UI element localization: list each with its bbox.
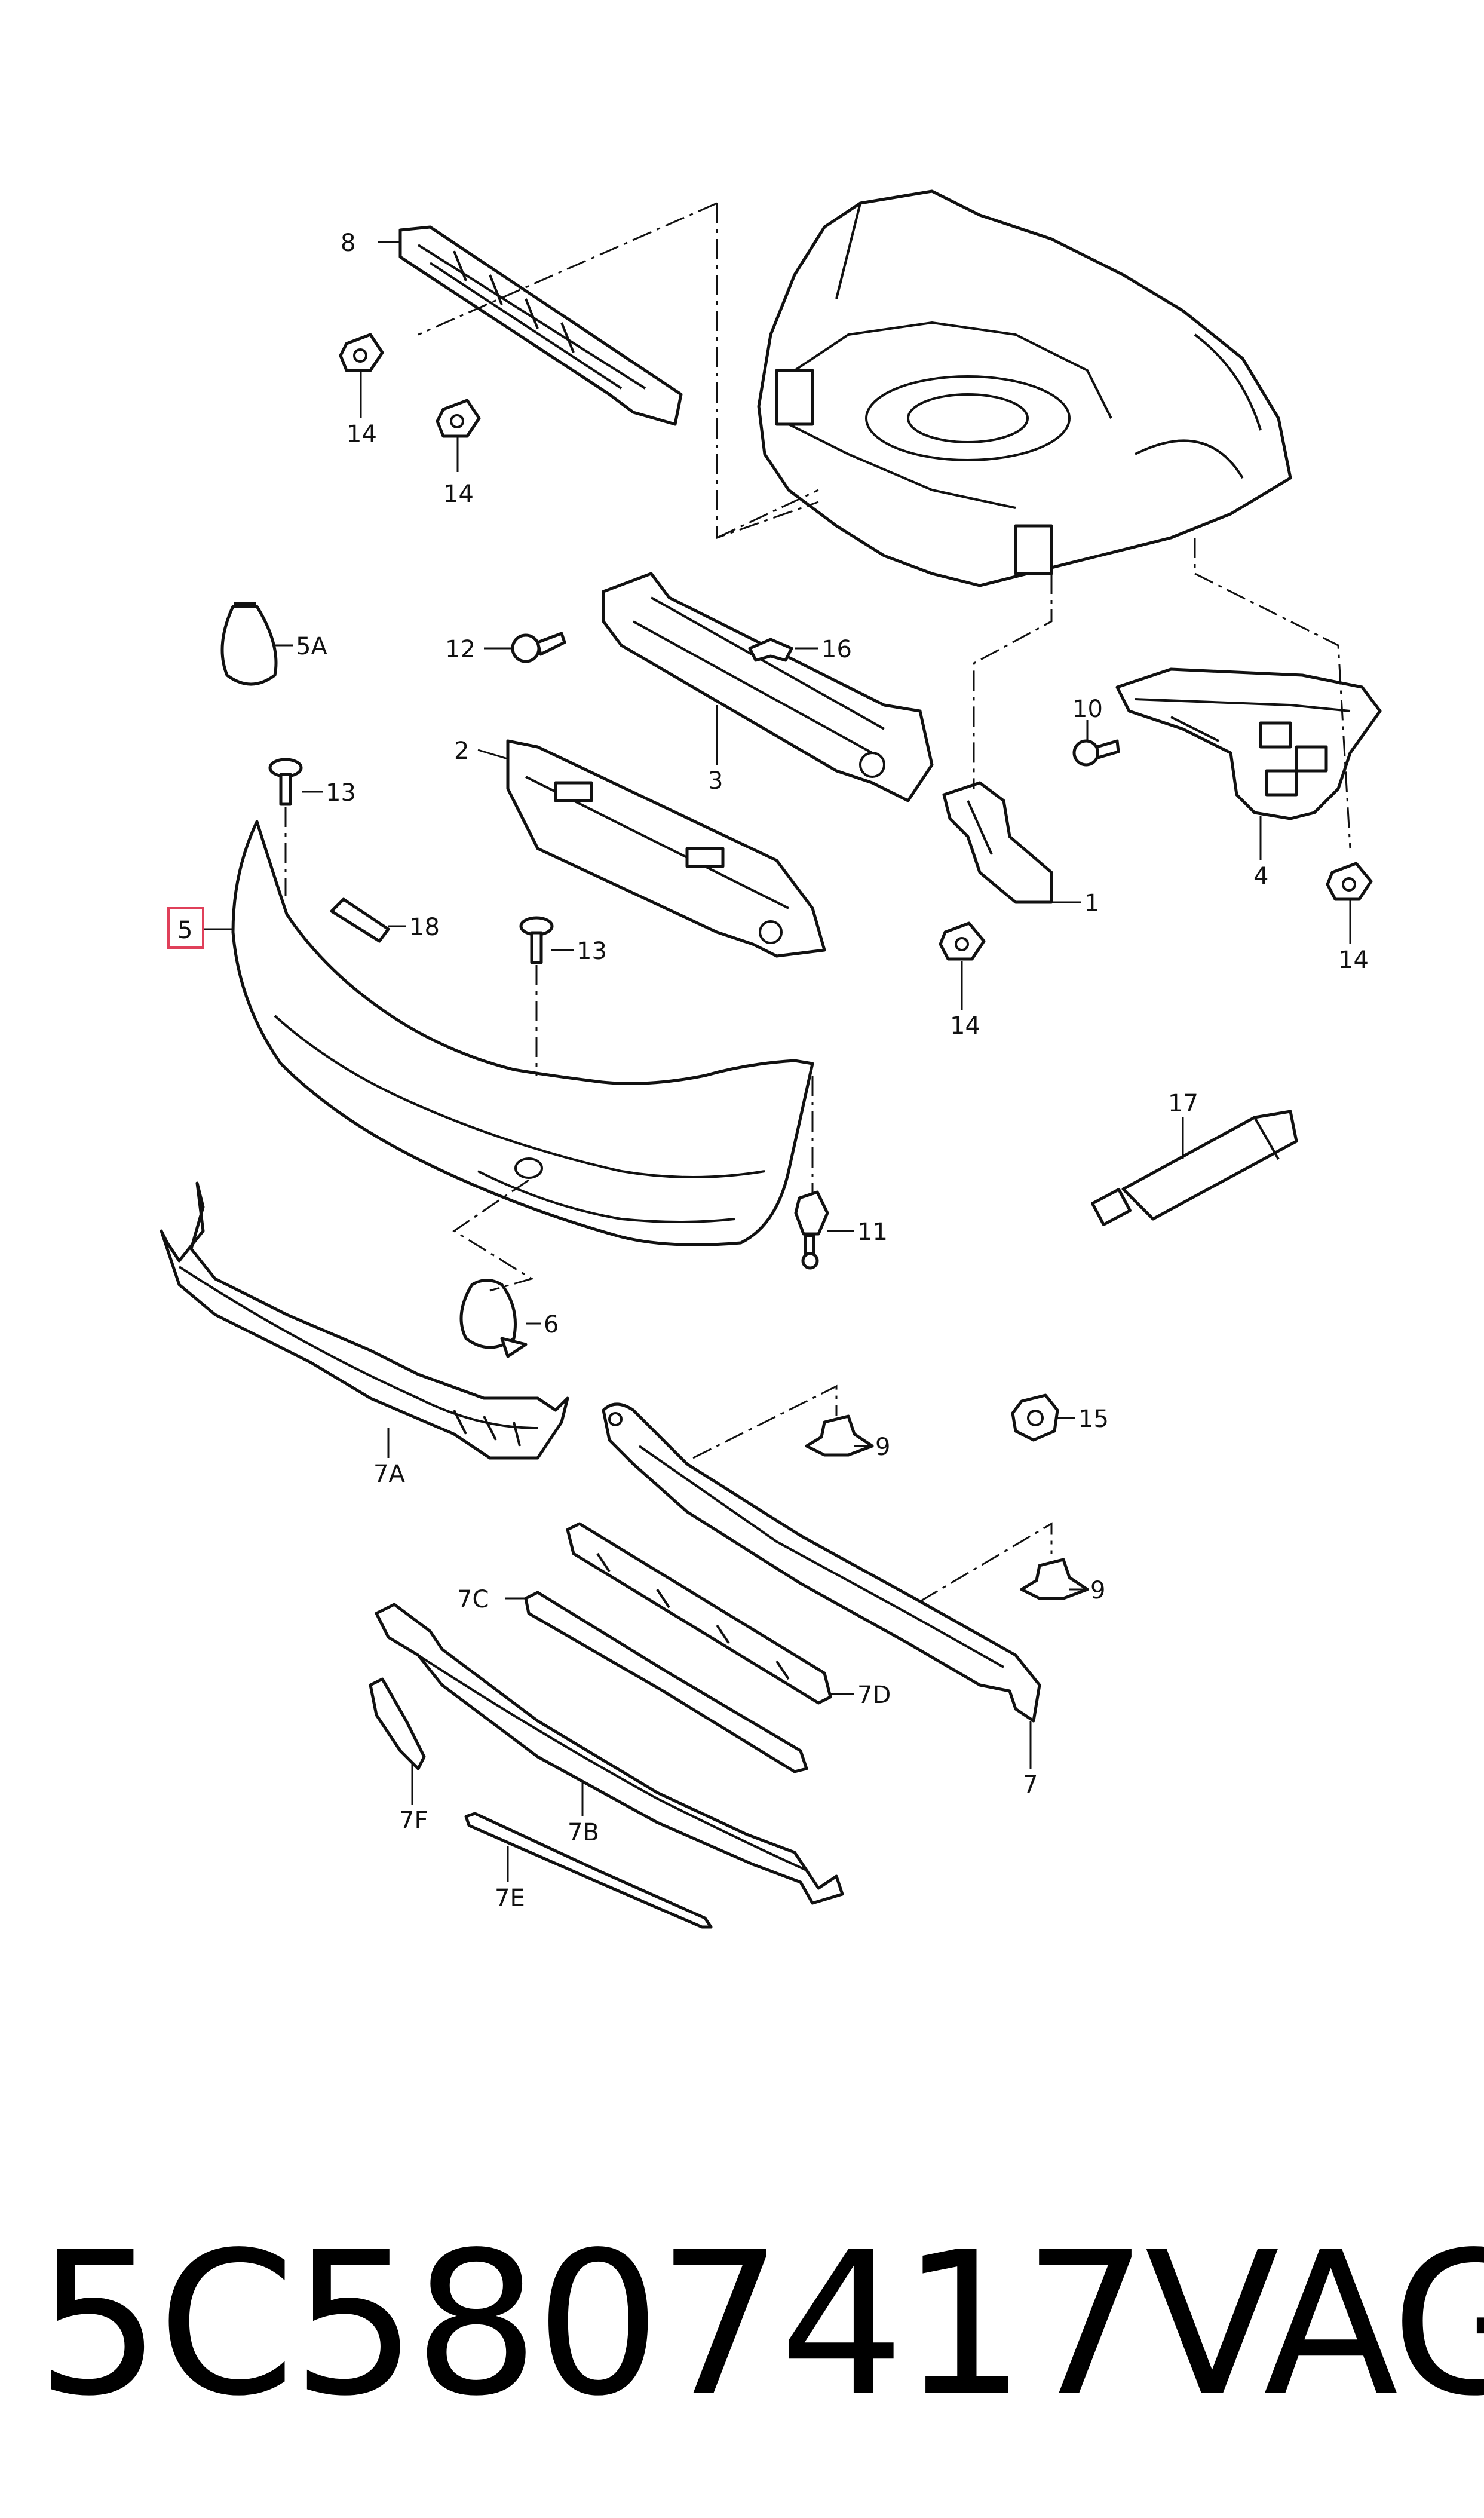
callout-14-c: 14: [1338, 946, 1369, 974]
callout-5a: 5A: [296, 633, 327, 660]
callout-7e: 7E: [495, 1885, 525, 1912]
callout-7: 7: [1023, 1771, 1038, 1799]
part-8-grille-bracket: [398, 225, 683, 426]
callout-14-a: 14: [347, 421, 377, 448]
part-9-clip-lower: [1020, 1558, 1089, 1600]
callout-7b: 7B: [568, 1819, 599, 1846]
brand-name: VAG: [1145, 2210, 1484, 2439]
callout-13-b: 13: [577, 938, 607, 965]
car-body-rear: [757, 189, 1292, 587]
part-17-adhesive-tube: [1091, 1110, 1298, 1226]
part-14-nut-center: [939, 921, 986, 961]
part-number: 5C5807417: [36, 2210, 1148, 2439]
callout-3: 3: [708, 767, 723, 795]
part-12-bolt: [511, 632, 566, 663]
callout-4: 4: [1253, 863, 1268, 890]
part-14-nut-right: [1326, 862, 1373, 901]
footer-caption: 5C5807417 VAG: [36, 2210, 1484, 2439]
callout-9-a: 9: [875, 1433, 890, 1461]
callout-6: 6: [544, 1311, 559, 1338]
part-7b-lower-cover: [375, 1603, 844, 1905]
callout-7f: 7F: [399, 1807, 428, 1834]
part-7c-trim: [524, 1591, 808, 1773]
part-2-energy-absorber: [506, 739, 826, 958]
callout-5: 5: [177, 917, 192, 944]
part-15-nut: [1011, 1393, 1059, 1442]
callout-13-a: 13: [326, 779, 356, 807]
callout-8: 8: [341, 229, 355, 257]
part-6-tow-cap: [459, 1279, 528, 1358]
alignment-lines: [284, 202, 1351, 1603]
part-7-diffuser: [602, 1402, 1041, 1723]
part-9-clip-upper: [805, 1414, 874, 1457]
part-5-bumper-cover: [231, 820, 814, 1246]
callout-12: 12: [445, 636, 476, 663]
callout-1: 1: [1084, 890, 1099, 917]
callout-labels: 8 14 14 5A 12 16 3 10 4 13 2 13 1 14 14 …: [177, 229, 1369, 1912]
part-7d-grille: [566, 1522, 832, 1705]
callout-2: 2: [454, 737, 469, 765]
part-14-nut-top-left: [339, 333, 384, 372]
part-1-mount-bracket: [942, 781, 1053, 904]
callout-14-b: 14: [443, 480, 474, 508]
leader-lines: [203, 241, 1351, 1882]
part-4-side-bracket: [1115, 667, 1382, 820]
part-16-clip: [748, 638, 793, 662]
part-7e-strip: [464, 1812, 713, 1929]
callout-18: 18: [409, 914, 440, 941]
part-13-screw-left: [268, 758, 303, 806]
callout-10: 10: [1072, 696, 1103, 723]
callout-15: 15: [1078, 1405, 1109, 1433]
part-7a-lower-spoiler: [160, 1181, 569, 1460]
callout-17: 17: [1168, 1090, 1198, 1117]
part-5a-grease-bag: [220, 602, 278, 686]
part-3-reinforcement-bar: [602, 572, 934, 802]
callout-7a: 7A: [373, 1460, 405, 1488]
part-5-highlight-box: [167, 907, 204, 949]
callout-7c: 7C: [457, 1586, 489, 1613]
callout-9-b: 9: [1090, 1577, 1105, 1604]
callout-16: 16: [821, 636, 852, 663]
part-13-screw-center: [519, 916, 554, 964]
callout-14-d: 14: [950, 1012, 980, 1040]
callout-7d: 7D: [857, 1681, 891, 1709]
part-18-strip: [330, 897, 390, 943]
part-14-nut-top-mid: [436, 399, 481, 438]
callout-11: 11: [857, 1218, 888, 1246]
part-11-clip: [794, 1190, 829, 1270]
part-10-screw: [1072, 739, 1120, 767]
part-7f-side-trim: [369, 1677, 426, 1770]
